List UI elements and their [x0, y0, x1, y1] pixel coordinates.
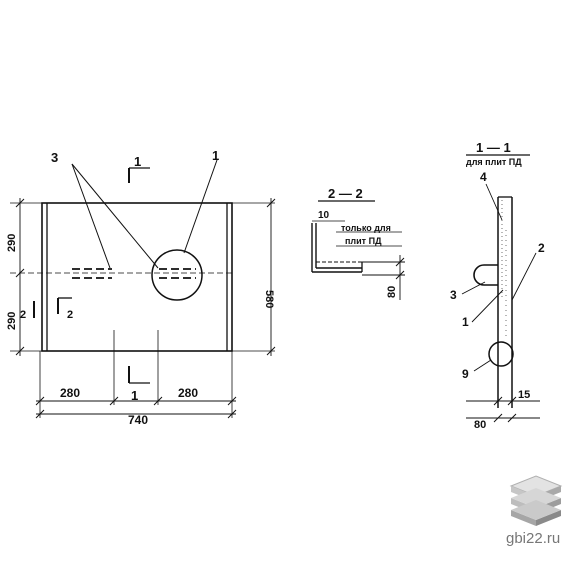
dim-290-top: 290 [6, 234, 18, 252]
plan-view: 3 1 1 1 2 2 290 290 580 280 280 740 [6, 148, 276, 427]
anchor-left [72, 268, 112, 279]
section-mark-top [128, 167, 150, 183]
section-1-1: 1 — 1 для плит ПД 4 2 3 1 9 15 80 [450, 140, 545, 431]
anchor-right [159, 268, 196, 279]
plate-outline [41, 202, 233, 352]
leader-4 [485, 183, 503, 221]
dim-10: 10 [318, 210, 330, 221]
section-1-top-label: 1 [134, 154, 141, 169]
section-mark-bottom [128, 366, 150, 384]
site-logo [509, 475, 563, 526]
leader-9 [473, 359, 492, 372]
part-2: 2 [538, 241, 545, 255]
dim-280-left: 280 [60, 386, 80, 400]
part-4: 4 [480, 170, 487, 184]
logo-layer-bottom [511, 510, 536, 526]
section-1-bottom-label: 1 [131, 388, 138, 403]
section-1-subtitle: для плит ПД [466, 157, 522, 167]
part-3: 3 [450, 288, 457, 302]
detail-circle-9 [488, 341, 514, 367]
note-line-2: плит ПД [345, 236, 382, 246]
leader-1 [471, 289, 504, 323]
part-9: 9 [462, 367, 469, 381]
dim-580: 580 [263, 290, 275, 308]
dim-80-section-2: 80 [386, 286, 398, 298]
section-2-left-label: 2 [20, 309, 26, 321]
section-2-right-label: 2 [67, 309, 73, 321]
dim-80-section-1: 80 [474, 419, 486, 431]
section-mark-2-right [57, 297, 72, 314]
leader-3b [71, 163, 159, 269]
lifting-loop [473, 264, 498, 286]
section-1-title: 1 — 1 [476, 140, 511, 155]
callout-1: 1 [212, 148, 219, 163]
site-url: gbi22.ru [506, 530, 561, 547]
dim-280-right: 280 [178, 386, 198, 400]
detail-circle [151, 249, 203, 301]
leader-2 [511, 252, 537, 301]
dim-15: 15 [518, 389, 530, 401]
dim-740: 740 [128, 413, 148, 427]
part-1: 1 [462, 315, 469, 329]
dim-290-bottom: 290 [6, 312, 18, 330]
section-2-title: 2 — 2 [328, 186, 363, 201]
leader-3a [71, 163, 111, 269]
note-line-1: только для [341, 223, 391, 233]
leader-3 [461, 281, 486, 295]
section-2-2: 2 — 2 10 только для плит ПД 80 [311, 186, 405, 300]
callout-3: 3 [51, 150, 58, 165]
leader-1 [183, 159, 218, 254]
